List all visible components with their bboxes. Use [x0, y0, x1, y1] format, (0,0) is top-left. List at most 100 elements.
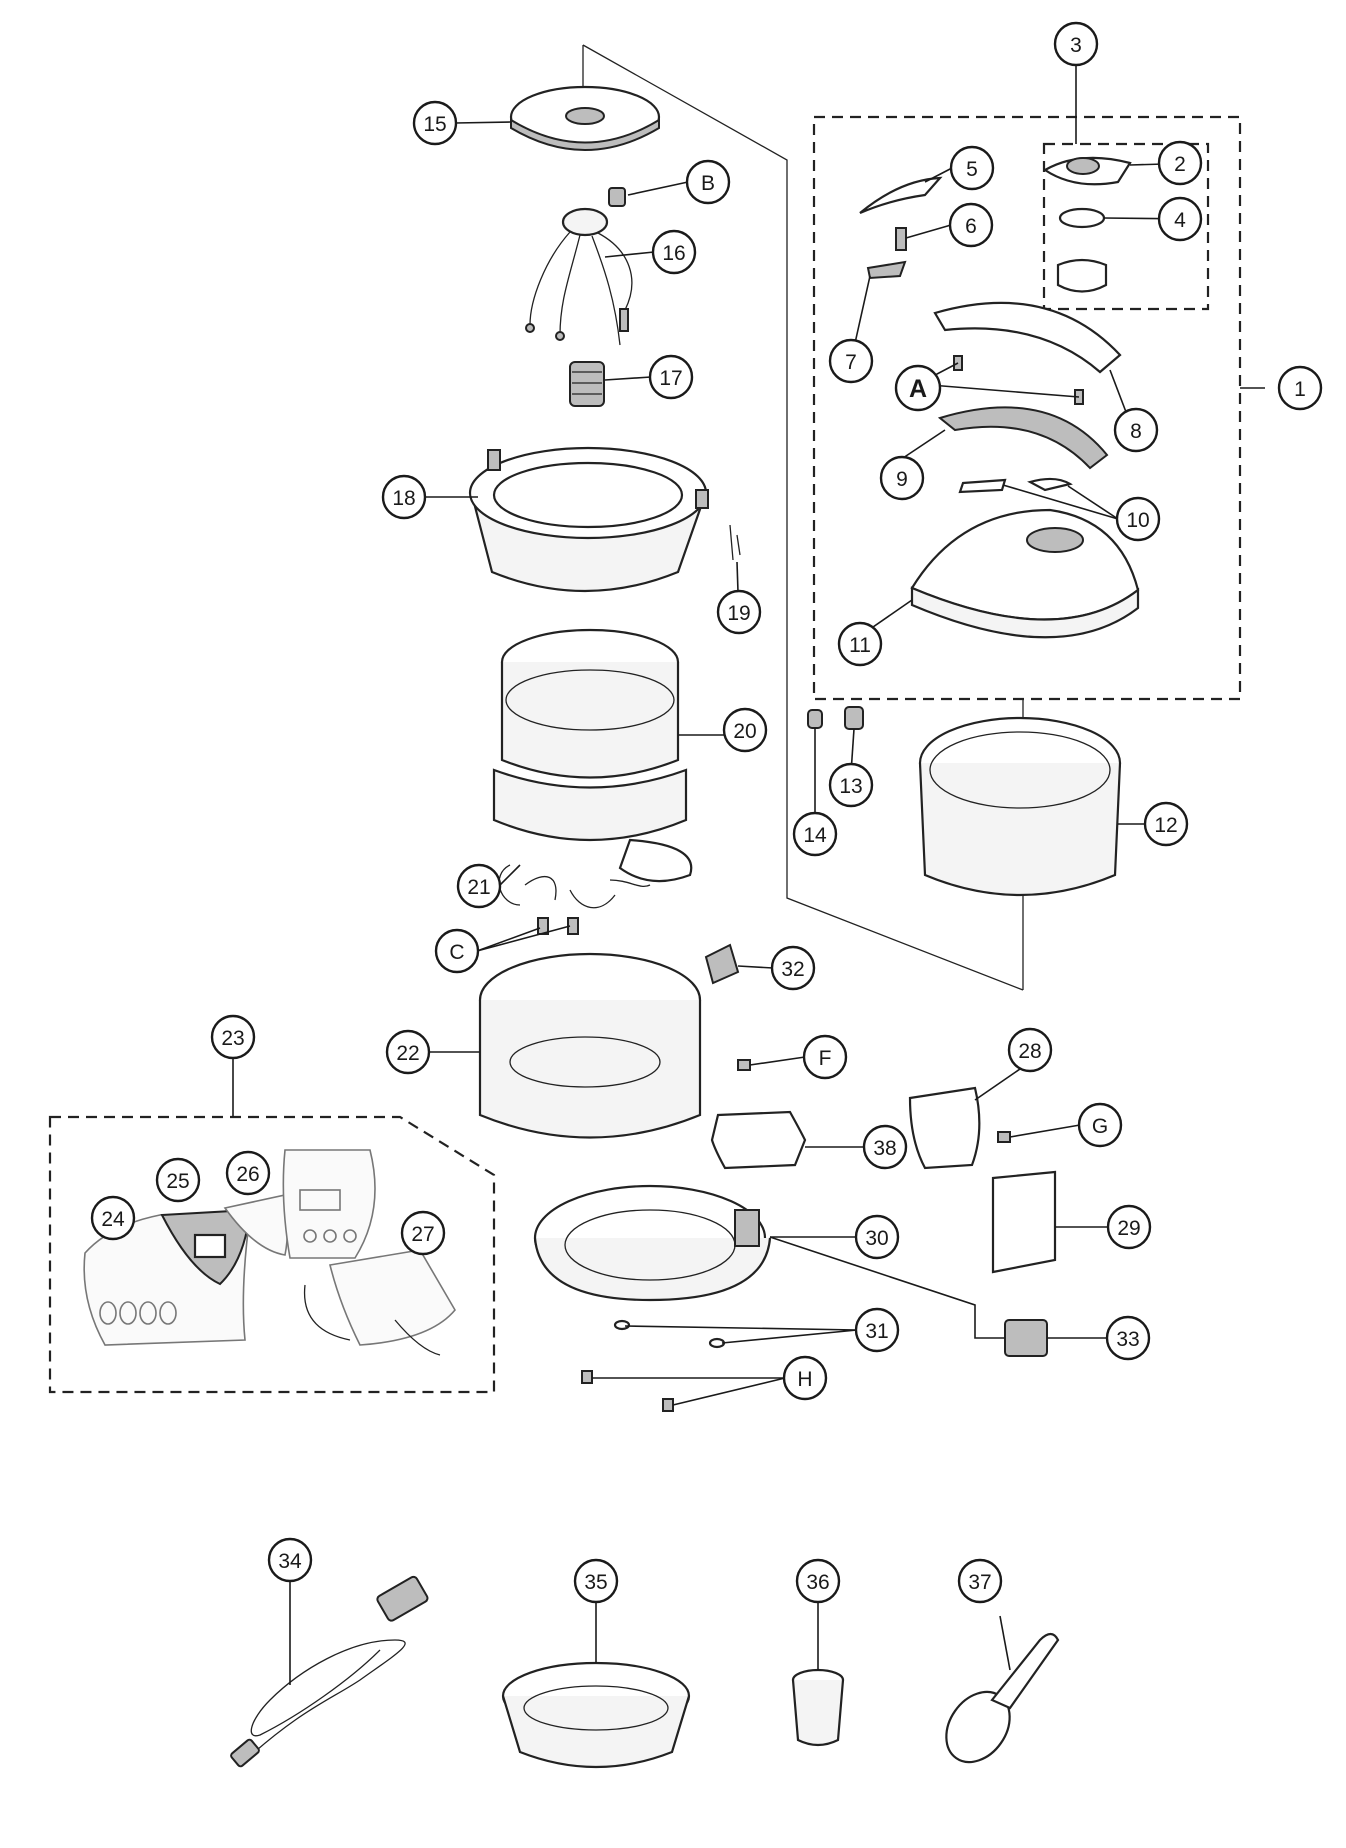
callout-18: 18 — [381, 474, 427, 520]
part-insulation-pad — [710, 1110, 807, 1170]
part-valve-base — [1056, 258, 1108, 293]
callout-label: 6 — [965, 215, 977, 238]
callout-7: 7 — [828, 338, 874, 384]
callout-31: 31 — [854, 1307, 900, 1353]
part-steam-basket — [501, 1661, 691, 1769]
callout-label: F — [819, 1047, 832, 1070]
callout-label: 21 — [467, 876, 490, 899]
callout-label: A — [909, 375, 927, 403]
callout-14: 14 — [792, 811, 838, 857]
valve-group-box — [1042, 142, 1210, 311]
callout-1: 1 — [1277, 365, 1323, 411]
callout-label: 24 — [101, 1208, 125, 1231]
callout-label: 20 — [733, 720, 756, 743]
callout-20: 20 — [722, 707, 768, 753]
callout-label: 31 — [865, 1320, 888, 1343]
part-handle-frame — [937, 406, 1109, 470]
callout-label: 37 — [968, 1571, 991, 1594]
callout-30: 30 — [854, 1214, 900, 1260]
callout-35: 35 — [573, 1558, 619, 1604]
part-inner-pot — [918, 716, 1122, 897]
callout-29: 29 — [1106, 1204, 1152, 1250]
part-inner-housing — [492, 628, 693, 883]
callout-label: 38 — [873, 1137, 896, 1160]
callout-27: 27 — [400, 1210, 446, 1256]
callout-H: H — [782, 1355, 828, 1401]
callout-label: 7 — [845, 351, 857, 374]
part-outer-body — [478, 952, 702, 1139]
callout-8: 8 — [1113, 407, 1159, 453]
callout-A: A — [894, 364, 942, 412]
part-control-panel-set — [83, 1149, 456, 1356]
callout-C: C — [434, 928, 480, 974]
callout-label: G — [1092, 1115, 1108, 1138]
callout-34: 34 — [267, 1537, 313, 1583]
callout-2: 2 — [1157, 140, 1203, 186]
callout-label: 22 — [396, 1042, 419, 1065]
callout-15: 15 — [412, 100, 458, 146]
callout-label: 30 — [865, 1227, 888, 1250]
part-base — [533, 1184, 772, 1302]
callout-label: 13 — [839, 775, 862, 798]
part-top-plate — [509, 85, 661, 151]
callout-12: 12 — [1143, 801, 1189, 847]
part-power-cord — [230, 1575, 429, 1768]
callout-label: 33 — [1116, 1328, 1139, 1351]
callout-28: 28 — [1007, 1027, 1053, 1073]
callout-label: H — [797, 1368, 812, 1391]
callout-33: 33 — [1105, 1315, 1151, 1361]
part-spring — [569, 361, 605, 407]
callout-11: 11 — [837, 621, 883, 667]
part-label-sticker — [704, 943, 740, 985]
callout-label: 18 — [392, 487, 415, 510]
callout-label: B — [701, 172, 715, 195]
callout-label: 5 — [966, 158, 978, 181]
callout-label: 4 — [1174, 209, 1186, 232]
callout-label: 36 — [806, 1571, 829, 1594]
callout-22: 22 — [385, 1029, 431, 1075]
callout-36: 36 — [795, 1558, 841, 1604]
callout-label: 26 — [236, 1163, 259, 1186]
part-valve-seal — [807, 709, 823, 729]
part-screw-f — [737, 1059, 751, 1071]
part-rice-spoon — [945, 1632, 1060, 1764]
callout-17: 17 — [648, 354, 694, 400]
part-screws-h — [581, 1370, 593, 1384]
part-valve-ring — [1058, 207, 1106, 229]
callout-label: 3 — [1070, 34, 1082, 57]
callout-label: 11 — [849, 634, 871, 657]
callout-13: 13 — [828, 762, 874, 808]
callout-label: 35 — [584, 1571, 607, 1594]
callout-38: 38 — [862, 1124, 908, 1170]
part-upper-body — [468, 446, 709, 593]
callout-B: B — [685, 159, 731, 205]
part-handle-cap — [859, 176, 943, 215]
callout-16: 16 — [651, 229, 697, 275]
part-nut-b — [608, 187, 626, 207]
callout-10: 10 — [1115, 496, 1161, 542]
part-float-valve — [844, 706, 864, 730]
callout-label: 10 — [1126, 509, 1149, 532]
callout-label: C — [449, 941, 464, 964]
callout-24: 24 — [90, 1195, 136, 1241]
callout-label: 12 — [1154, 814, 1177, 837]
callout-label: 25 — [166, 1170, 189, 1193]
part-temperature-sensor — [525, 207, 633, 346]
callout-label: 16 — [662, 242, 685, 265]
part-lid-handle-cover — [933, 301, 1122, 374]
callout-label: 19 — [727, 602, 750, 625]
callout-25: 25 — [155, 1157, 201, 1203]
control-panel-group-box — [48, 1115, 496, 1394]
callout-label: 17 — [659, 367, 682, 390]
callout-label: 8 — [1130, 420, 1142, 443]
callout-label: 27 — [411, 1223, 434, 1246]
callout-label: 1 — [1294, 378, 1306, 401]
callout-9: 9 — [879, 455, 925, 501]
part-power-socket — [1004, 1319, 1048, 1357]
part-latch — [866, 260, 907, 280]
callout-label: 9 — [896, 468, 908, 491]
part-valve-cap — [1042, 156, 1132, 186]
callout-26: 26 — [225, 1150, 271, 1196]
callout-label: 34 — [278, 1550, 302, 1573]
